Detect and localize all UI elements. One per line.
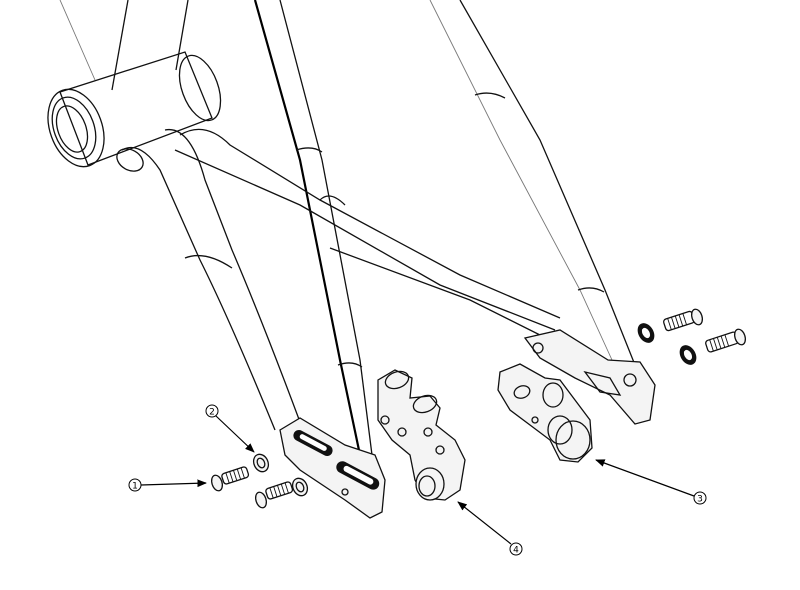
washer-left-lower: [291, 477, 309, 497]
seat-tube: [59, 0, 189, 91]
bolt-right-lower: [705, 328, 747, 353]
chainstay-left: [116, 128, 301, 431]
chainstay-right: [174, 128, 561, 341]
washer-left-upper: [252, 453, 270, 473]
callout-4-label: 4: [513, 546, 519, 556]
callout-2-label: 2: [209, 408, 215, 418]
bolt-right-upper: [663, 308, 704, 332]
bolt-left-upper: [210, 466, 250, 492]
bottom-bracket-shell: [47, 51, 222, 168]
callout-1-label: 1: [132, 482, 138, 492]
right-dropout-insert: [497, 363, 593, 463]
left-frame-dropout: [279, 417, 386, 519]
washer-right-upper: [637, 323, 655, 343]
seatstay-right: [429, 0, 636, 366]
callout-1: 1: [128, 478, 207, 492]
callout-4: 4: [457, 501, 523, 556]
callout-3-label: 3: [697, 495, 703, 505]
callout-3: 3: [595, 459, 707, 505]
left-dropout-insert: [377, 369, 466, 501]
washer-right-lower: [679, 345, 697, 365]
callout-2: 2: [205, 404, 255, 453]
bolt-left-lower: [254, 481, 294, 509]
right-frame-dropout: [523, 329, 656, 425]
seatstay-left: [253, 0, 373, 456]
